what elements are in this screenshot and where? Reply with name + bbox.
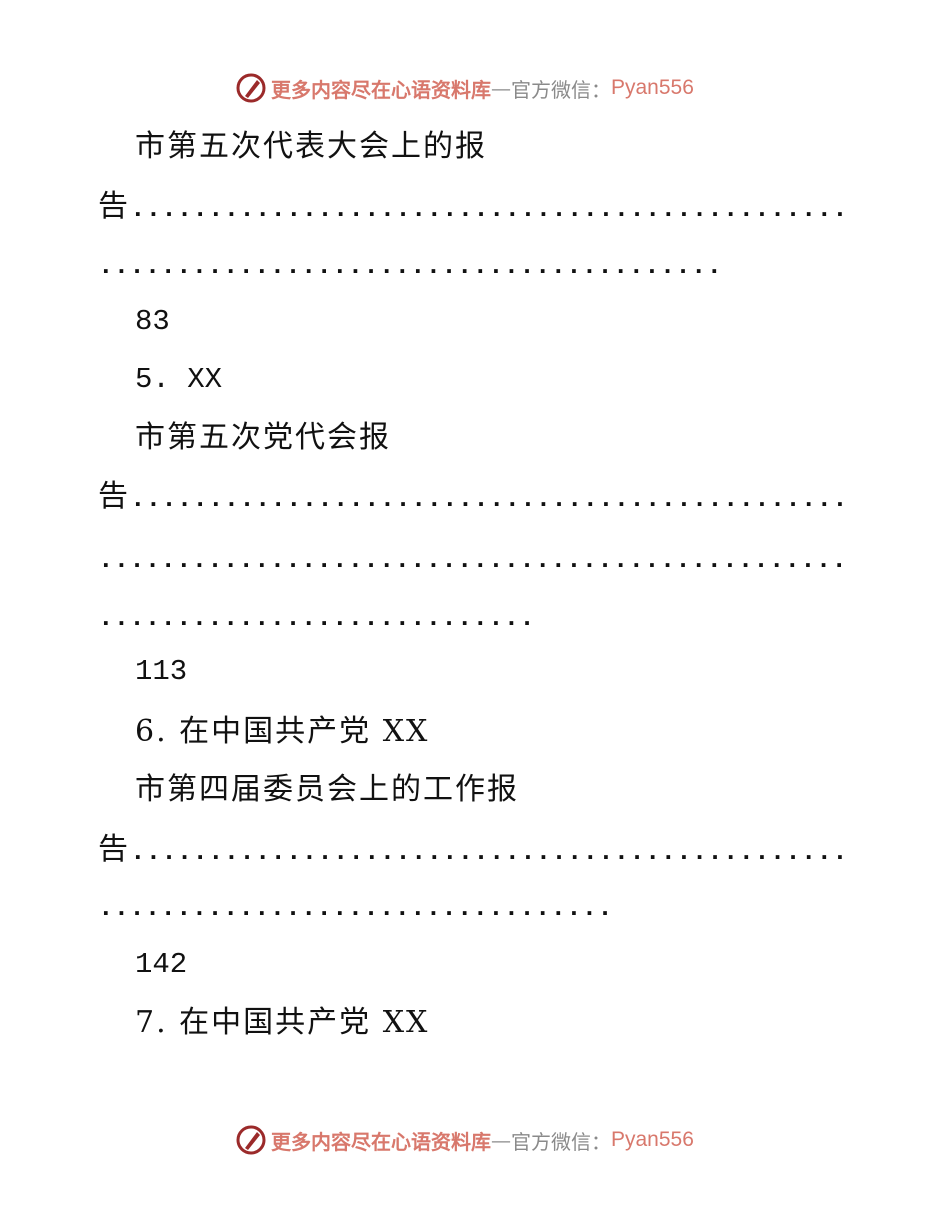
- watermark-wechat-id: Pyan556: [611, 1128, 694, 1151]
- page-number: 113: [135, 655, 188, 688]
- watermark-label: 官方微信：: [511, 77, 611, 102]
- page-number: 142: [135, 948, 188, 981]
- toc-item-heading: 6. 在中国共产党 XX: [135, 714, 430, 749]
- pen-logo-icon: [236, 1125, 266, 1155]
- toc-title-line: 市第四届委员会上的工作报: [135, 772, 519, 807]
- toc-leader-line: 告.......................................…: [98, 479, 848, 517]
- leader-dots: ............................: [98, 603, 535, 633]
- toc-leader-line: 告.......................................…: [98, 832, 848, 870]
- toc-title-end: 告: [98, 832, 130, 867]
- toc-leader-line: 告.......................................…: [98, 189, 848, 227]
- pen-logo-icon: [236, 73, 266, 103]
- toc-title-end: 告: [98, 479, 130, 514]
- toc-item-heading: 7. 在中国共产党 XX: [135, 1005, 430, 1040]
- watermark-site: 更多内容尽在心语资料库: [271, 77, 491, 102]
- toc-item-heading: 5. XX: [135, 363, 223, 396]
- toc-title-end: 告: [98, 189, 130, 224]
- page-number: 83: [135, 305, 170, 338]
- leader-dots: ........................................…: [130, 194, 848, 224]
- footer-watermark: 更多内容尽在心语资料库 — 官方微信： Pyan556: [235, 1124, 694, 1156]
- leader-dots: ........................................: [98, 251, 723, 281]
- watermark-label: 官方微信：: [511, 1129, 611, 1154]
- watermark-site: 更多内容尽在心语资料库: [271, 1129, 491, 1154]
- toc-title-line: 市第五次代表大会上的报: [135, 129, 487, 164]
- leader-dots: ........................................…: [98, 545, 847, 575]
- leader-dots: ........................................…: [130, 837, 848, 867]
- watermark-dash: —: [491, 76, 511, 100]
- header-watermark: 更多内容尽在心语资料库 — 官方微信： Pyan556: [235, 72, 694, 104]
- leader-dots: .................................: [98, 893, 613, 923]
- watermark-wechat-id: Pyan556: [611, 76, 694, 99]
- leader-dots: ........................................…: [130, 484, 848, 514]
- toc-title-line: 市第五次党代会报: [135, 420, 391, 455]
- watermark-dash: —: [491, 1128, 511, 1152]
